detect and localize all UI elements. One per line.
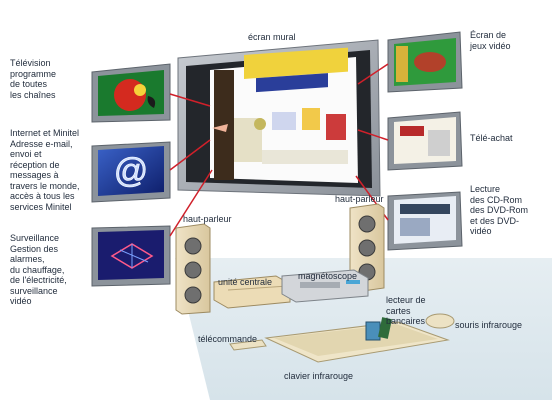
vcr <box>281 269 369 303</box>
internet-screen: @ <box>91 141 171 203</box>
central-unit <box>213 275 291 309</box>
mouse <box>425 313 455 329</box>
hand-pointer <box>212 124 228 132</box>
label-souris: souris infrarouge <box>455 320 523 330</box>
label-magnetoscope: magnétoscope <box>298 271 358 281</box>
dvd-screen <box>387 191 463 251</box>
svg-text:@: @ <box>114 152 149 190</box>
label-tele-achat: Télé-achat <box>470 133 513 143</box>
label-unite-centrale: unité centrale <box>218 277 273 287</box>
label-internet: Internet et Minitel Adresse e-mail, envo… <box>10 128 80 212</box>
label-ecran-jeux: Écran de jeux vidéo <box>470 30 511 51</box>
wall-screen <box>177 39 381 197</box>
label-ecran-mural: écran mural <box>248 32 296 42</box>
label-haut-parleur-left: haut-parleur <box>183 214 232 224</box>
label-surveillance: Surveillance Gestion des alarmes, du cha… <box>10 233 67 306</box>
label-clavier: clavier infrarouge <box>284 371 354 381</box>
surveillance-screen <box>91 225 171 287</box>
tv-screen-parrot <box>91 63 171 123</box>
label-telecommande: télécommande <box>198 334 258 344</box>
label-lecteur-cartes: lecteur de cartes bancaires <box>386 295 426 326</box>
game-screen <box>387 31 463 93</box>
left-speaker <box>175 223 211 315</box>
shopping-screen <box>387 111 463 171</box>
keyboard <box>264 321 450 363</box>
label-lecture: Lecture des CD-Rom des DVD-Rom et des DV… <box>470 184 529 236</box>
connector-arrows <box>169 63 389 237</box>
card-reader <box>365 317 392 341</box>
right-speaker <box>349 203 385 293</box>
remote-control <box>229 339 267 351</box>
label-haut-parleur-right: haut-parleur <box>335 194 384 204</box>
label-television: Télévision programme de toutes les chaîn… <box>10 58 57 100</box>
